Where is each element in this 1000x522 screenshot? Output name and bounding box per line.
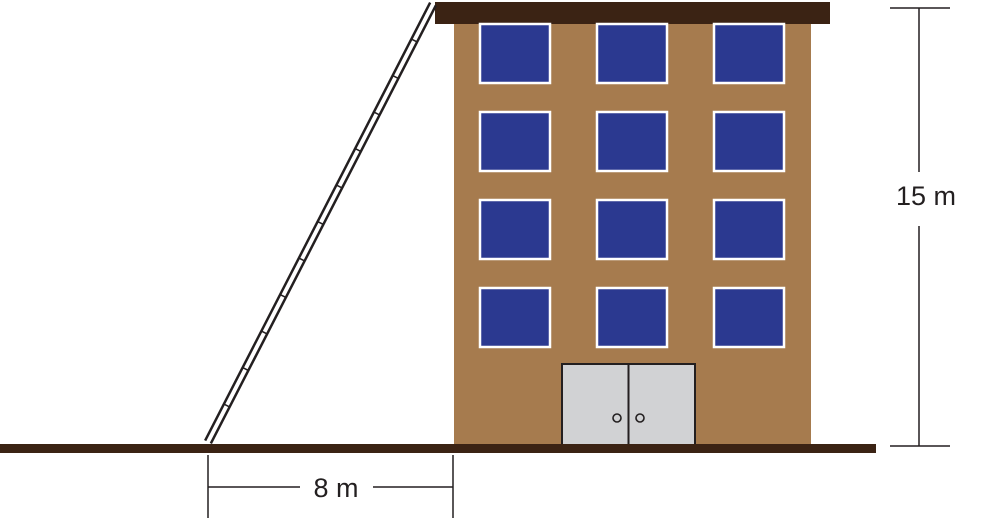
height-label: 15 m <box>896 181 956 211</box>
ladder-rung <box>279 293 287 299</box>
window <box>595 110 669 173</box>
ladder-rung <box>317 220 324 226</box>
window <box>712 110 786 173</box>
window <box>595 198 669 261</box>
ladder <box>204 1 437 445</box>
ladder-rung <box>298 257 305 262</box>
ladder-rung <box>392 74 399 80</box>
ladder-rung <box>373 111 380 116</box>
window <box>595 22 669 85</box>
window <box>478 286 552 349</box>
ladder-rung <box>354 147 362 153</box>
ground <box>0 444 876 453</box>
height-dimension <box>890 7 950 447</box>
base-label: 8 m <box>313 473 358 503</box>
door-knob-left <box>612 413 622 423</box>
door-knob-right <box>635 413 645 423</box>
ladder-rung <box>261 330 268 335</box>
windows <box>478 22 786 349</box>
base-dimension <box>207 455 454 518</box>
ladder-rung <box>336 184 343 189</box>
window <box>478 22 552 85</box>
window <box>478 110 552 173</box>
ladder-rung <box>223 403 230 408</box>
window <box>712 198 786 261</box>
door <box>561 363 696 446</box>
window <box>712 22 786 85</box>
window <box>712 286 786 349</box>
window <box>595 286 669 349</box>
ladder-rung <box>411 38 418 43</box>
window <box>478 198 552 261</box>
roof <box>435 2 830 24</box>
ladder-rung <box>242 366 249 372</box>
